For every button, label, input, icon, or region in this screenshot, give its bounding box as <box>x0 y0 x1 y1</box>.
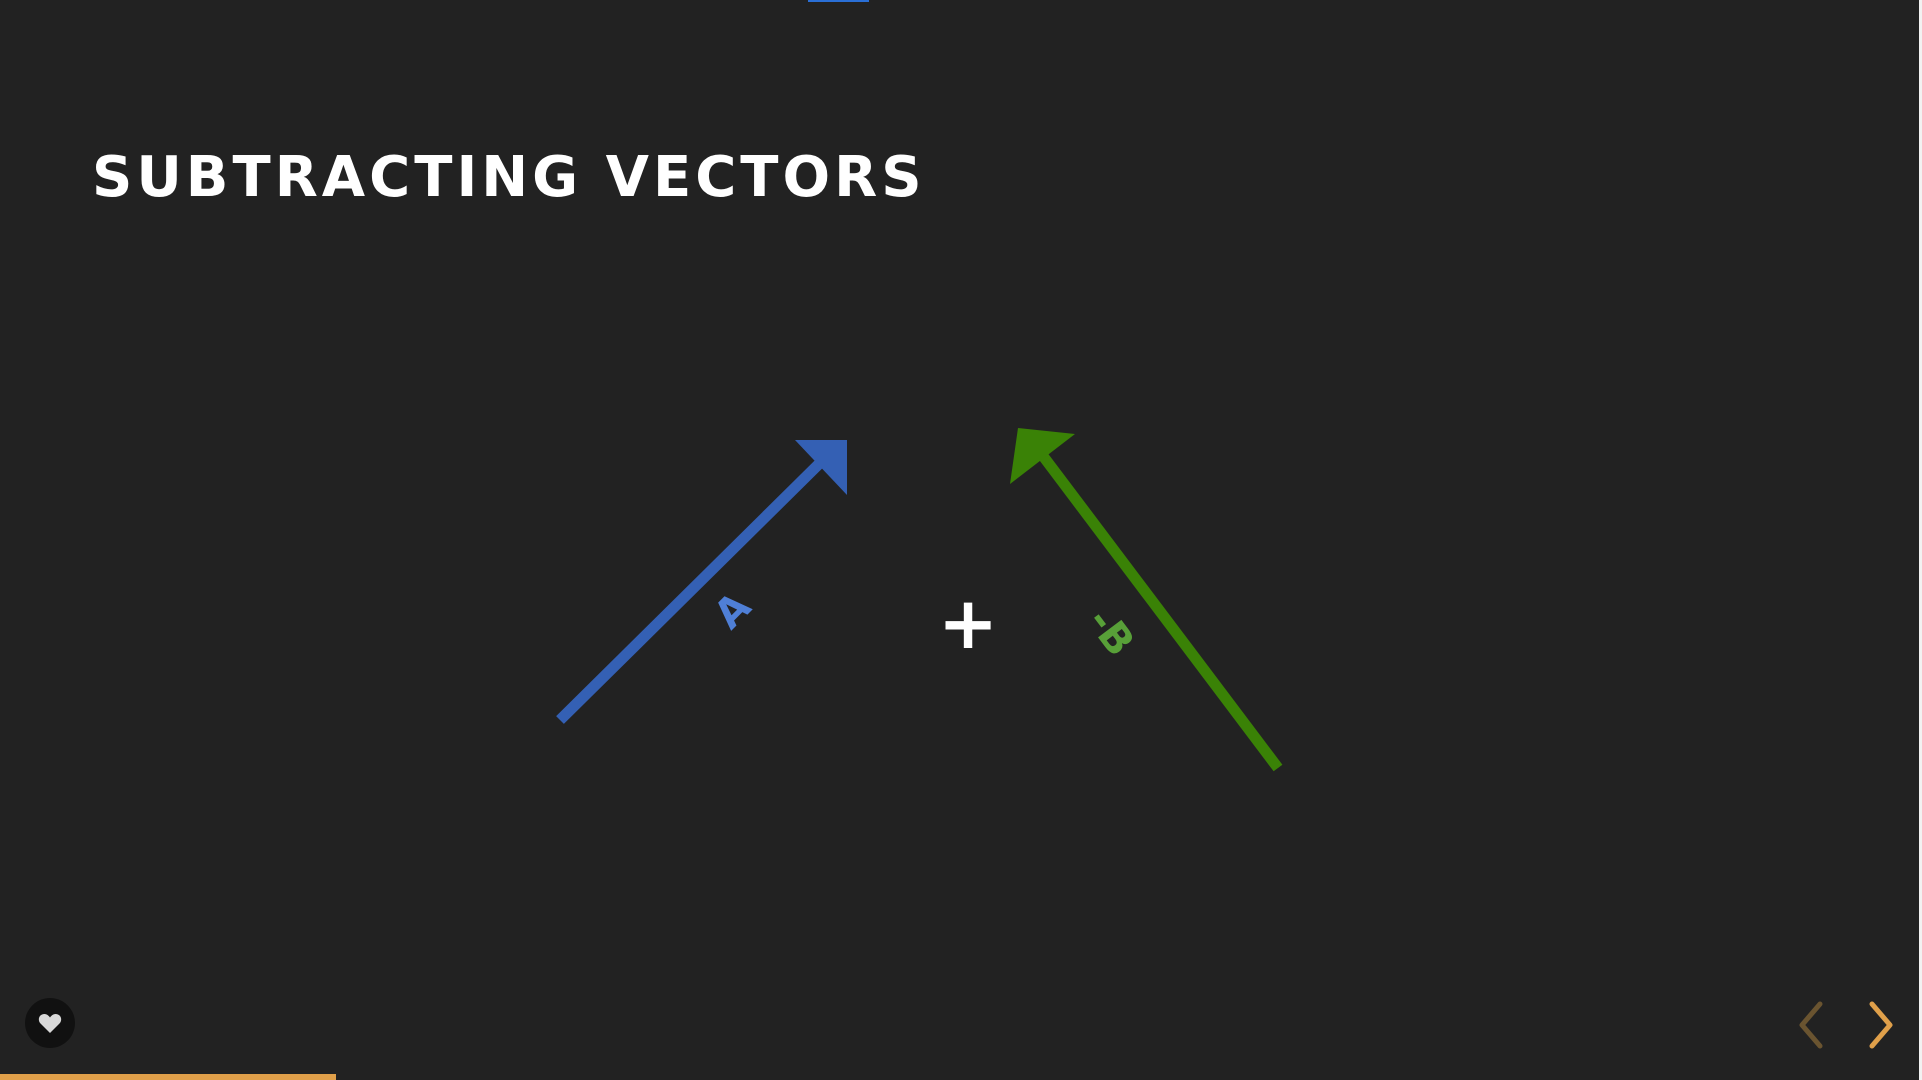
chevron-left-icon <box>1799 1001 1823 1049</box>
vector-neg-b-label: -B <box>1078 600 1143 665</box>
progress-bar <box>0 1074 336 1080</box>
vector-a <box>556 440 847 724</box>
chevron-right-icon <box>1869 1001 1893 1049</box>
top-accent-bar <box>808 0 869 2</box>
vector-a-arrowhead <box>795 440 847 495</box>
vector-a-shaft <box>556 454 829 724</box>
window-edge <box>1919 0 1922 1080</box>
like-button[interactable] <box>25 998 75 1048</box>
vector-neg-b-arrowhead <box>1010 428 1075 484</box>
next-slide-button[interactable] <box>1860 998 1900 1052</box>
plus-operator: + <box>938 581 998 665</box>
slide-title: SUBTRACTING VECTORS <box>92 145 926 210</box>
heart-icon <box>38 1013 62 1033</box>
vector-neg-b <box>1010 428 1283 772</box>
vector-a-label: A <box>706 584 760 638</box>
progress-track <box>0 1074 1919 1080</box>
vector-neg-b-shaft <box>1035 448 1283 772</box>
prev-slide-button[interactable] <box>1792 998 1832 1052</box>
